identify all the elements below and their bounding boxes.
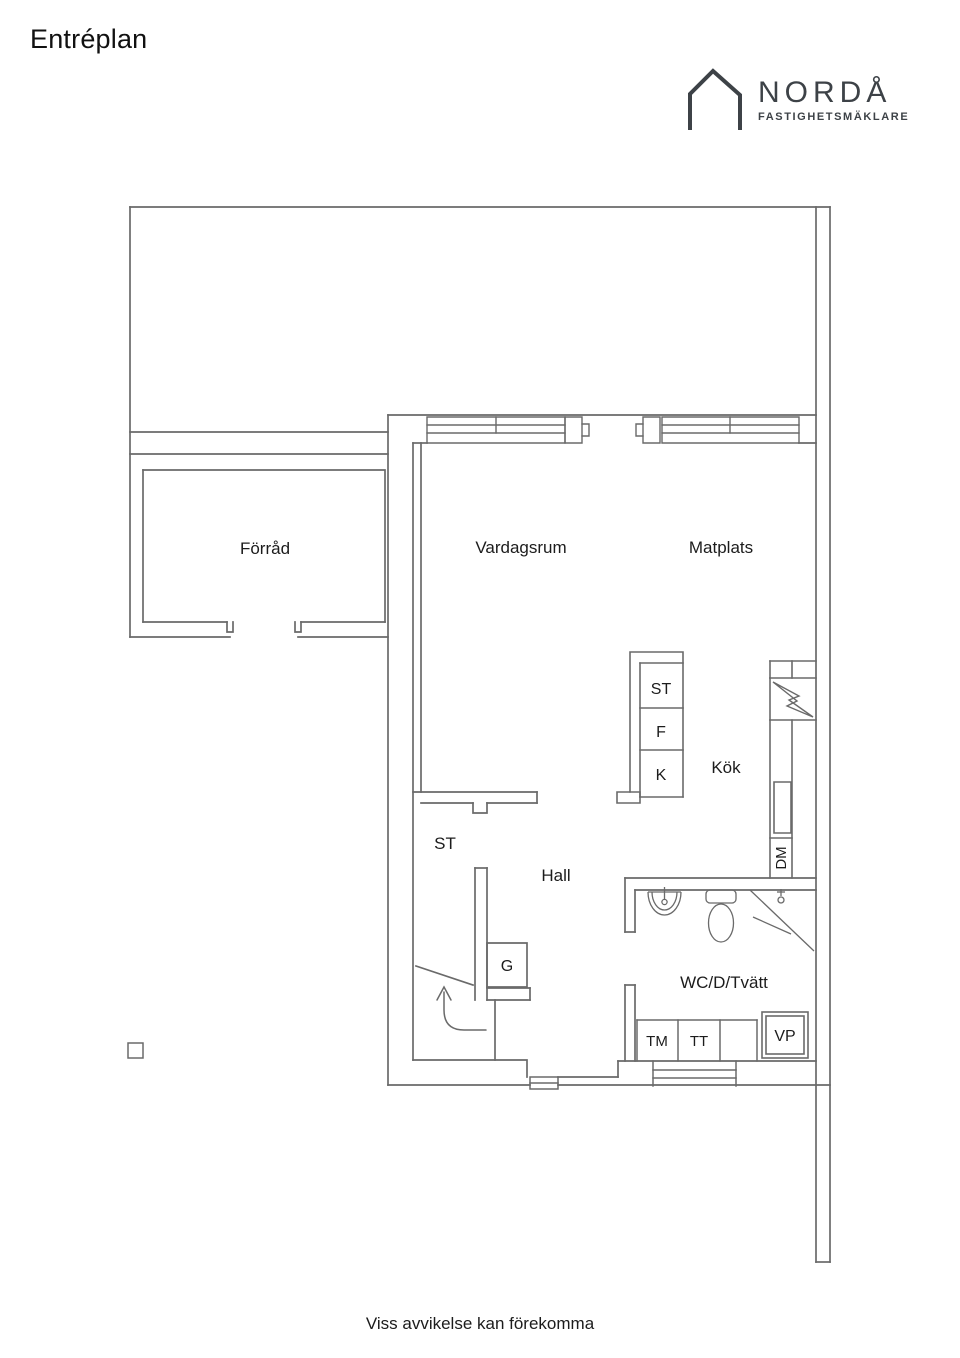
kitchen-island-cabinets: [616, 651, 684, 804]
page-title: Entréplan: [30, 24, 148, 54]
label-freezer: K: [656, 767, 667, 784]
room-label-wc: WC/D/Tvätt: [680, 973, 768, 992]
label-heat-pump: VP: [774, 1028, 795, 1045]
fixture-labels: ST F K G DM TM TT VP: [501, 681, 796, 1050]
logo-text: NORDÅ FASTIGHETSMÄKLARE: [758, 76, 910, 124]
logo-brand: NORDÅ: [758, 76, 892, 109]
main-building-walls: [387, 414, 831, 1086]
room-labels: Förråd Vardagsrum Matplats Kök Hall ST W…: [240, 538, 768, 992]
stairs-up-arrow-icon: [436, 985, 487, 1031]
label-tall-cabinet: ST: [651, 681, 672, 698]
kitchen-counter: [769, 660, 817, 879]
disclaimer-text: Viss avvikelse kan förekomma: [365, 1314, 595, 1333]
nordå-logo: NORDÅ FASTIGHETSMÄKLARE: [684, 66, 909, 134]
room-label-forrad: Förråd: [240, 539, 290, 558]
heat-pump-box: [761, 1011, 809, 1059]
label-wardrobe: G: [501, 958, 513, 975]
label-washing-machine: TM: [646, 1033, 668, 1050]
room-label-st-closet: ST: [434, 834, 456, 853]
entry-steps-and-threshold: [529, 1060, 737, 1090]
forrad-room-walls: [129, 431, 389, 638]
interior-partition-walls: [412, 442, 538, 1061]
shower-icon: [749, 889, 815, 952]
room-label-matplats: Matplats: [689, 538, 753, 557]
label-fridge: F: [656, 724, 666, 741]
outdoor-post-marker: [127, 1042, 144, 1059]
logo-tagline: FASTIGHETSMÄKLARE: [758, 111, 910, 123]
house-outline-icon: [688, 68, 742, 130]
room-label-hall: Hall: [541, 866, 570, 885]
electric-bolt-icon: [772, 681, 814, 718]
bathroom-fixtures: [647, 887, 815, 952]
room-label-kok: Kök: [711, 758, 741, 777]
room-label-vardagsrum: Vardagsrum: [475, 538, 566, 557]
label-tumble-dryer: TT: [690, 1033, 708, 1050]
label-dishwasher: DM: [773, 846, 790, 869]
sink-icon: [647, 887, 682, 916]
laundry-appliance-boxes: [636, 1019, 758, 1062]
toilet-icon: [705, 889, 737, 943]
terrace-and-exterior-walls: [129, 206, 831, 1263]
window-symbols: [426, 416, 800, 444]
